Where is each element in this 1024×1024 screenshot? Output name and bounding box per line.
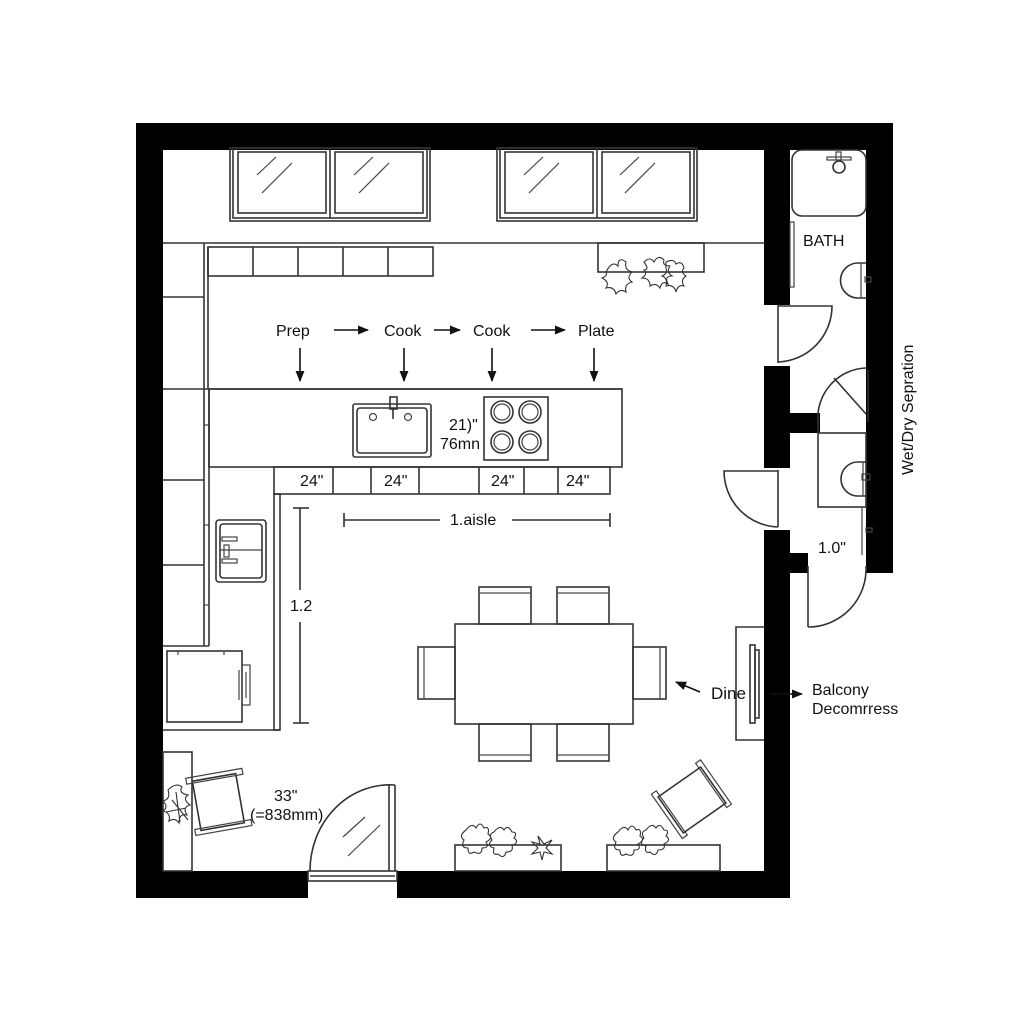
plant-icon [600,256,687,296]
cooktop [483,396,549,461]
refrigerator [166,650,251,723]
plant-icon [612,824,670,856]
wet-dry-label: Wet/Dry Sepration [900,345,917,475]
bath: BATH 1.0" Wet/Dry Sepration [723,149,917,628]
planter-top [600,256,687,296]
window-left [229,147,431,222]
kitchen-sink [352,396,432,458]
balcony-door [735,626,764,741]
balcony-label: Balcony [812,682,869,699]
cabinet-width-4: 24" [566,473,589,490]
bath-label: BATH [803,233,844,250]
cabinet-width-3: 24" [491,473,514,490]
left-counter [163,243,622,647]
island [163,388,623,731]
window-right [496,147,698,222]
plant-icon [161,784,192,825]
planter-bottom-left [454,823,562,872]
prep-sink [215,519,267,583]
aisle-dimension: 1.aisle [450,512,496,529]
workflow-step-cook-1: Cook [384,323,422,340]
arrow-left-icon [674,681,701,693]
dining-table [417,586,667,762]
walls [136,123,893,898]
counter-depth-mm: 76mn [440,436,480,453]
bath-door-dimension: 1.0" [818,540,846,557]
upper-cabinets [163,242,764,277]
dimensions: 21)" 76mn 24" 24" 24" 24" 1.aisle 1.2 33… [250,417,611,824]
workflow-step-plate: Plate [578,323,615,340]
workflow-diagram: Prep Cook Cook Plate [276,323,615,383]
plant-icon [460,823,554,861]
entry-door [307,784,398,882]
balcony-sublabel: Decomrress [812,701,898,718]
lounge-chair-right [650,759,733,840]
lounge-chair-left [161,751,253,872]
workflow-step-cook-2: Cook [473,323,511,340]
door-width-inches: 33" [274,788,297,805]
counter-depth-inches: 21)" [449,417,478,434]
cabinet-width-1: 24" [300,473,323,490]
door-width-mm: (=838mm) [250,807,323,824]
cabinet-width-2: 24" [384,473,407,490]
dine-balcony-annotations: Dine Balcony Decomrress [674,681,898,718]
planter-bottom-right [606,824,721,872]
side-aisle-dimension: 1.2 [290,598,312,615]
dine-label: Dine [711,684,746,703]
workflow-step-prep: Prep [276,323,310,340]
